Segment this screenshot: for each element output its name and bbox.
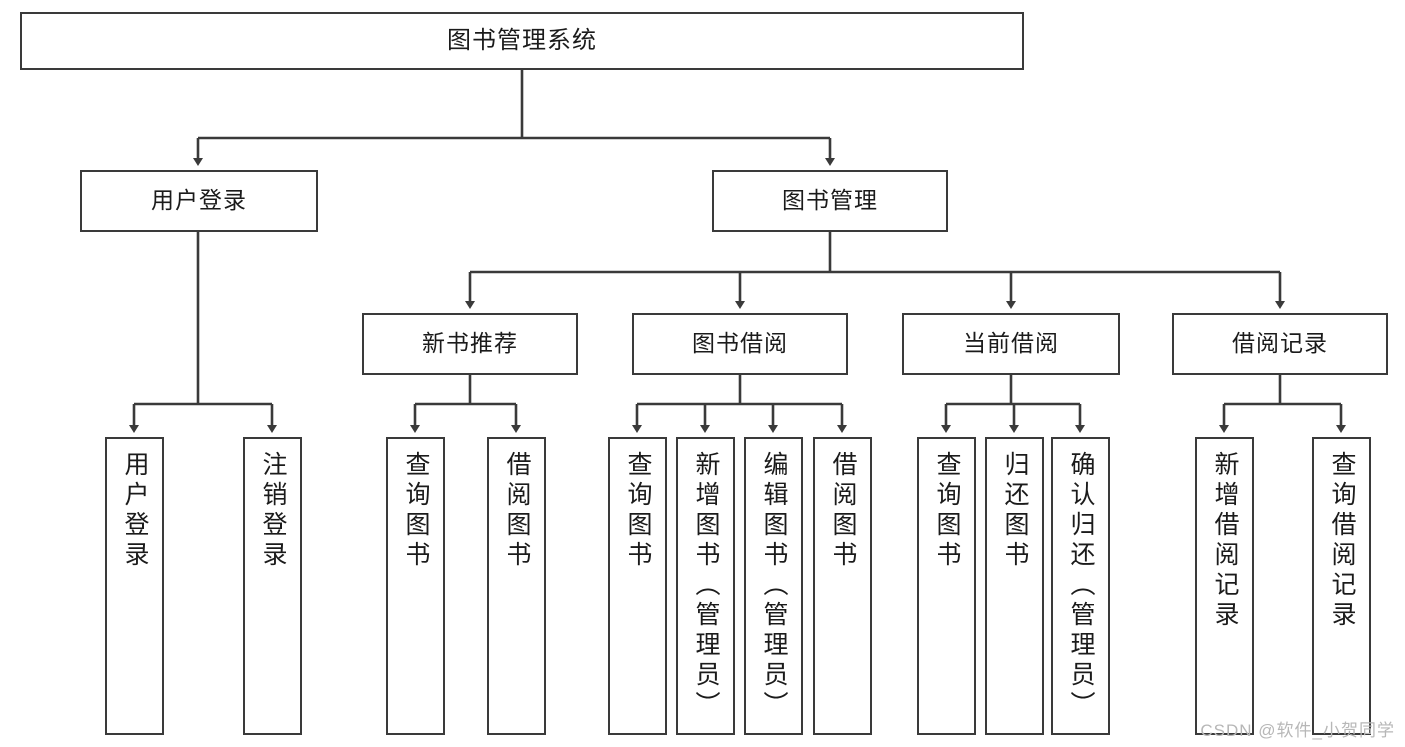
leaf-br-add[interactable]: 新增借阅记录 [1195, 437, 1254, 735]
node-borrow-record[interactable]: 借阅记录 [1172, 313, 1388, 375]
leaf-cb-query[interactable]: 查询图书 [917, 437, 976, 735]
leaf-bb-add-label: 新增图书（管理员） [692, 451, 720, 721]
leaf-cb-confirm[interactable]: 确认归还（管理员） [1051, 437, 1110, 735]
node-current-borrow[interactable]: 当前借阅 [902, 313, 1120, 375]
leaf-br-add-label: 新增借阅记录 [1211, 451, 1239, 631]
leaf-user-login-label: 用户登录 [121, 451, 149, 571]
node-book-borrow-label: 图书借阅 [692, 330, 788, 357]
node-book-admin-label: 图书管理 [782, 187, 878, 214]
leaf-cb-confirm-label: 确认归还（管理员） [1067, 451, 1095, 721]
leaf-bb-borrow-label: 借阅图书 [829, 451, 857, 571]
node-book-borrow[interactable]: 图书借阅 [632, 313, 848, 375]
leaf-bb-borrow[interactable]: 借阅图书 [813, 437, 872, 735]
leaf-user-logout-label: 注销登录 [259, 451, 287, 571]
leaf-user-login[interactable]: 用户登录 [105, 437, 164, 735]
leaf-cb-return[interactable]: 归还图书 [985, 437, 1044, 735]
leaf-rec-borrow-label: 借阅图书 [503, 451, 531, 571]
node-user-login[interactable]: 用户登录 [80, 170, 318, 232]
leaf-rec-query[interactable]: 查询图书 [386, 437, 445, 735]
node-root[interactable]: 图书管理系统 [20, 12, 1024, 70]
leaf-bb-query-label: 查询图书 [624, 451, 652, 571]
node-user-login-label: 用户登录 [151, 187, 247, 214]
leaf-rec-query-label: 查询图书 [402, 451, 430, 571]
leaf-br-query-label: 查询借阅记录 [1328, 451, 1356, 631]
node-book-admin[interactable]: 图书管理 [712, 170, 948, 232]
node-current-borrow-label: 当前借阅 [963, 330, 1059, 357]
node-borrow-record-label: 借阅记录 [1232, 330, 1328, 357]
node-root-label: 图书管理系统 [447, 26, 597, 54]
leaf-cb-query-label: 查询图书 [933, 451, 961, 571]
leaf-bb-query[interactable]: 查询图书 [608, 437, 667, 735]
node-new-book-rec[interactable]: 新书推荐 [362, 313, 578, 375]
node-new-book-rec-label: 新书推荐 [422, 330, 518, 357]
leaf-cb-return-label: 归还图书 [1001, 451, 1029, 571]
csdn-watermark: CSDN @软件_小贺同学 [1200, 721, 1395, 740]
leaf-user-logout[interactable]: 注销登录 [243, 437, 302, 735]
leaf-br-query[interactable]: 查询借阅记录 [1312, 437, 1371, 735]
leaf-rec-borrow[interactable]: 借阅图书 [487, 437, 546, 735]
leaf-bb-add[interactable]: 新增图书（管理员） [676, 437, 735, 735]
leaf-bb-edit-label: 编辑图书（管理员） [760, 451, 788, 721]
leaf-bb-edit[interactable]: 编辑图书（管理员） [744, 437, 803, 735]
